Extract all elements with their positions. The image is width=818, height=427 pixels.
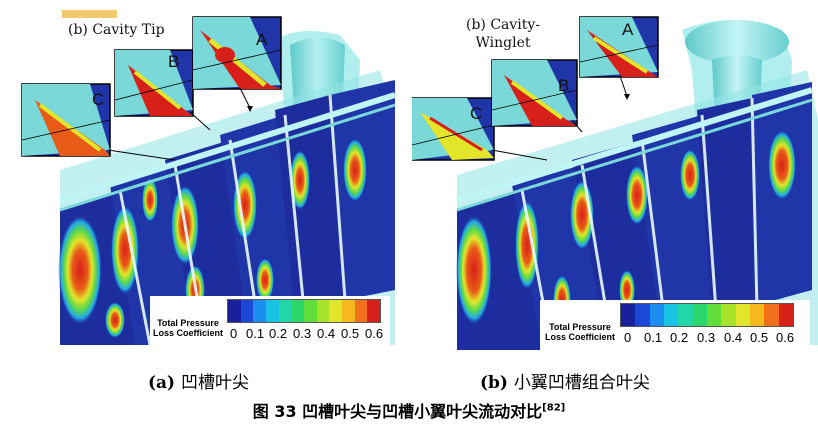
figure-caption-text: 图 33 凹槽叶尖与凹槽小翼叶尖流动对比	[252, 402, 543, 421]
legend-a-tick: 0	[230, 326, 238, 341]
legend-a-tick: 0.6	[365, 326, 384, 341]
figure-caption-ref: [82]	[542, 402, 566, 414]
panel-b-title-line2: Winglet	[475, 35, 531, 51]
subcaption-a-prefix: (a)	[148, 373, 176, 393]
inset-label-c: C	[470, 104, 483, 123]
inset-b-b	[491, 59, 583, 133]
legend-b-colorbar	[620, 303, 794, 327]
legend-a-tick: 0.3	[293, 326, 312, 341]
legend-a-tick: 0.1	[246, 326, 265, 341]
inset-a-a	[192, 16, 282, 112]
legend-b: Total Pressure Loss Coefficient 0 0.1 0.…	[540, 300, 810, 350]
legend-a-tick: 0.2	[269, 326, 288, 341]
panel-cavity-winglet: (b) Cavity- Winglet C B A Total Pressure…	[412, 0, 818, 362]
cavity-tip-contour-image	[0, 0, 405, 362]
legend-a-title-1: Total Pressure	[157, 318, 219, 328]
inset-label-b: B	[558, 76, 570, 95]
legend-b-tick: 0.2	[670, 330, 689, 345]
inset-label-c: C	[92, 90, 105, 109]
legend-b-title-1: Total Pressure	[549, 322, 611, 332]
inset-a-b	[579, 16, 659, 100]
inset-label-a: A	[256, 30, 268, 49]
subcaption-b-prefix: (b)	[480, 373, 508, 393]
inset-c-a	[21, 83, 176, 161]
legend-b-tick: 0.4	[724, 330, 743, 345]
legend-b-tick: 0.1	[644, 330, 663, 345]
inset-label-a: A	[622, 20, 634, 39]
inset-label-b: B	[168, 52, 180, 71]
panel-b-title-line1: (b) Cavity-	[466, 17, 541, 33]
legend-a-tick: 0.5	[341, 326, 360, 341]
inset-c-b	[412, 97, 548, 161]
subcaption-b: (b) 小翼凹槽组合叶尖	[480, 368, 650, 393]
inset-b-a	[114, 49, 211, 131]
subcaption-a: (a) 凹槽叶尖	[148, 368, 249, 393]
legend-a-title-2: Loss Coefficient	[152, 328, 223, 338]
panel-b-title: (b) Cavity- Winglet	[464, 16, 543, 52]
subcaption-a-text: 凹槽叶尖	[181, 373, 250, 393]
legend-b-title-2: Loss Coefficient	[544, 332, 615, 342]
legend-a-tick: 0.4	[317, 326, 336, 341]
legend-a: Total Pressure Loss Coefficient 0 0.1 0.…	[150, 296, 390, 346]
legend-b-tick: 0.6	[776, 330, 795, 345]
panel-a-title: (b) Cavity Tip	[66, 22, 167, 38]
legend-b-tick: 0.3	[697, 330, 716, 345]
cavity-winglet-contour-image	[412, 0, 818, 362]
legend-a-colorbar	[227, 299, 381, 323]
panel-cavity-tip: (b) Cavity Tip C B A Total Pressure Loss…	[0, 0, 405, 362]
subcaption-b-text: 小翼凹槽组合叶尖	[513, 373, 650, 393]
figure-caption: 图 33 凹槽叶尖与凹槽小翼叶尖流动对比[82]	[0, 398, 818, 422]
legend-b-tick: 0.5	[750, 330, 769, 345]
legend-b-tick: 0	[624, 330, 632, 345]
